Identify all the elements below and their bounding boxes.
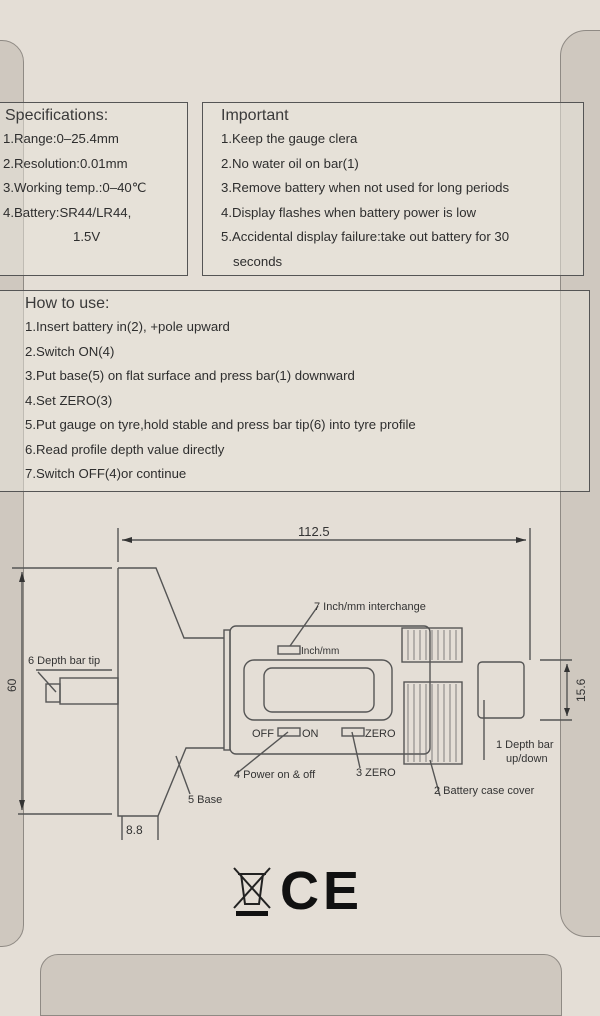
inch-mm-button-label: Inch/mm	[301, 646, 339, 657]
dim-bar-label: 15.6	[574, 678, 588, 702]
important-title: Important	[221, 107, 289, 124]
knurl-lines	[407, 630, 457, 762]
how-to-step: 5.Put gauge on tyre,hold stable and pres…	[25, 417, 416, 432]
arrow-down-icon	[19, 800, 25, 810]
arrow-up-icon	[564, 664, 570, 672]
zero-button-label: ZERO	[365, 728, 396, 740]
arrow-left-icon	[122, 537, 132, 543]
power-label: 4 Power on & off	[234, 769, 316, 781]
spec-item: 1.Range:0–25.4mm	[3, 131, 119, 146]
ce-mark-icon: CE	[280, 861, 364, 921]
depth-bar-label-2: up/down	[506, 753, 548, 765]
off-label: OFF	[252, 728, 274, 740]
weee-bin-icon	[233, 867, 271, 916]
dim-length-label: 112.5	[298, 524, 330, 539]
base-label: 5 Base	[188, 794, 222, 806]
important-item: 3.Remove battery when not used for long …	[221, 180, 510, 195]
important-item: seconds	[233, 253, 283, 269]
how-to-use-box: How to use: 1.Insert battery in(2), +pol…	[0, 290, 590, 492]
dimension-arrows	[19, 537, 570, 810]
compliance-marks: CE	[230, 860, 363, 922]
important-item: 5.Accidental display failure:take out ba…	[221, 229, 510, 244]
how-to-step: 2.Switch ON(4)	[25, 343, 115, 359]
gauge-diagram: 112.5 60 8.8 15.6 7 Inch/mm interchange …	[5, 524, 588, 840]
arrow-up-icon	[19, 572, 25, 582]
specifications-box: Specifications: 1.Range:0–25.4mm 2.Resol…	[0, 102, 188, 276]
arrow-down-icon	[564, 708, 570, 716]
zero-label: 3 ZERO	[356, 767, 396, 779]
spec-item: 2.Resolution:0.01mm	[3, 155, 128, 171]
spec-item: 3.Working temp.:0–40℃	[3, 180, 147, 195]
how-to-step: 6.Read profile depth value directly	[25, 441, 225, 457]
dim-base-label: 8.8	[126, 823, 143, 837]
battery-cover-label: 2 Battery case cover	[434, 785, 535, 797]
how-to-step: 7.Switch OFF(4)or continue	[25, 466, 187, 481]
package-flap-bottom	[40, 954, 562, 1016]
dim-height-label: 60	[5, 678, 19, 692]
how-to-step: 1.Insert battery in(2), +pole upward	[25, 319, 230, 334]
inch-mm-interchange-label: 7 Inch/mm interchange	[314, 601, 426, 613]
on-label: ON	[302, 728, 319, 740]
depth-bar-label: 1 Depth bar	[496, 739, 554, 751]
how-to-step: 3.Put base(5) on flat surface and press …	[25, 368, 355, 383]
important-box: Important 1.Keep the gauge clera 2.No wa…	[202, 102, 584, 276]
spec-item: 1.5V	[73, 229, 101, 244]
important-item: 1.Keep the gauge clera	[221, 131, 358, 146]
important-item: 2.No water oil on bar(1)	[221, 155, 359, 171]
how-to-use-title: How to use:	[25, 295, 110, 312]
spec-item: 4.Battery:SR44/LR44,	[3, 204, 132, 220]
arrow-right-icon	[516, 537, 526, 543]
how-to-step: 4.Set ZERO(3)	[25, 392, 113, 408]
important-item: 4.Display flashes when battery power is …	[221, 204, 477, 220]
specifications-title: Specifications:	[5, 107, 109, 124]
depth-bar-tip-label: 6 Depth bar tip	[28, 655, 100, 667]
